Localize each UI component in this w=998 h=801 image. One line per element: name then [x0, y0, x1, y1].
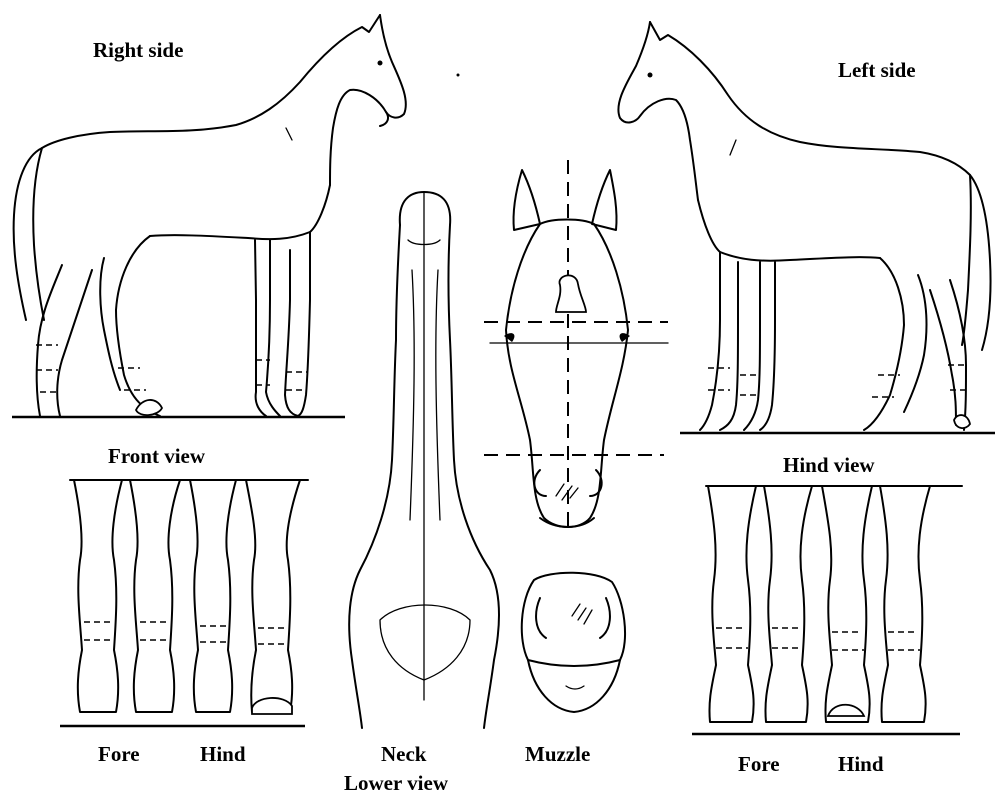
neck-lower-view [349, 192, 499, 728]
left-side-horse [618, 22, 995, 433]
right-side-horse [12, 15, 406, 417]
muzzle-view [522, 573, 625, 712]
front-view-legs [60, 480, 308, 726]
head-front-view [484, 160, 668, 530]
hind-view-legs [692, 486, 962, 734]
